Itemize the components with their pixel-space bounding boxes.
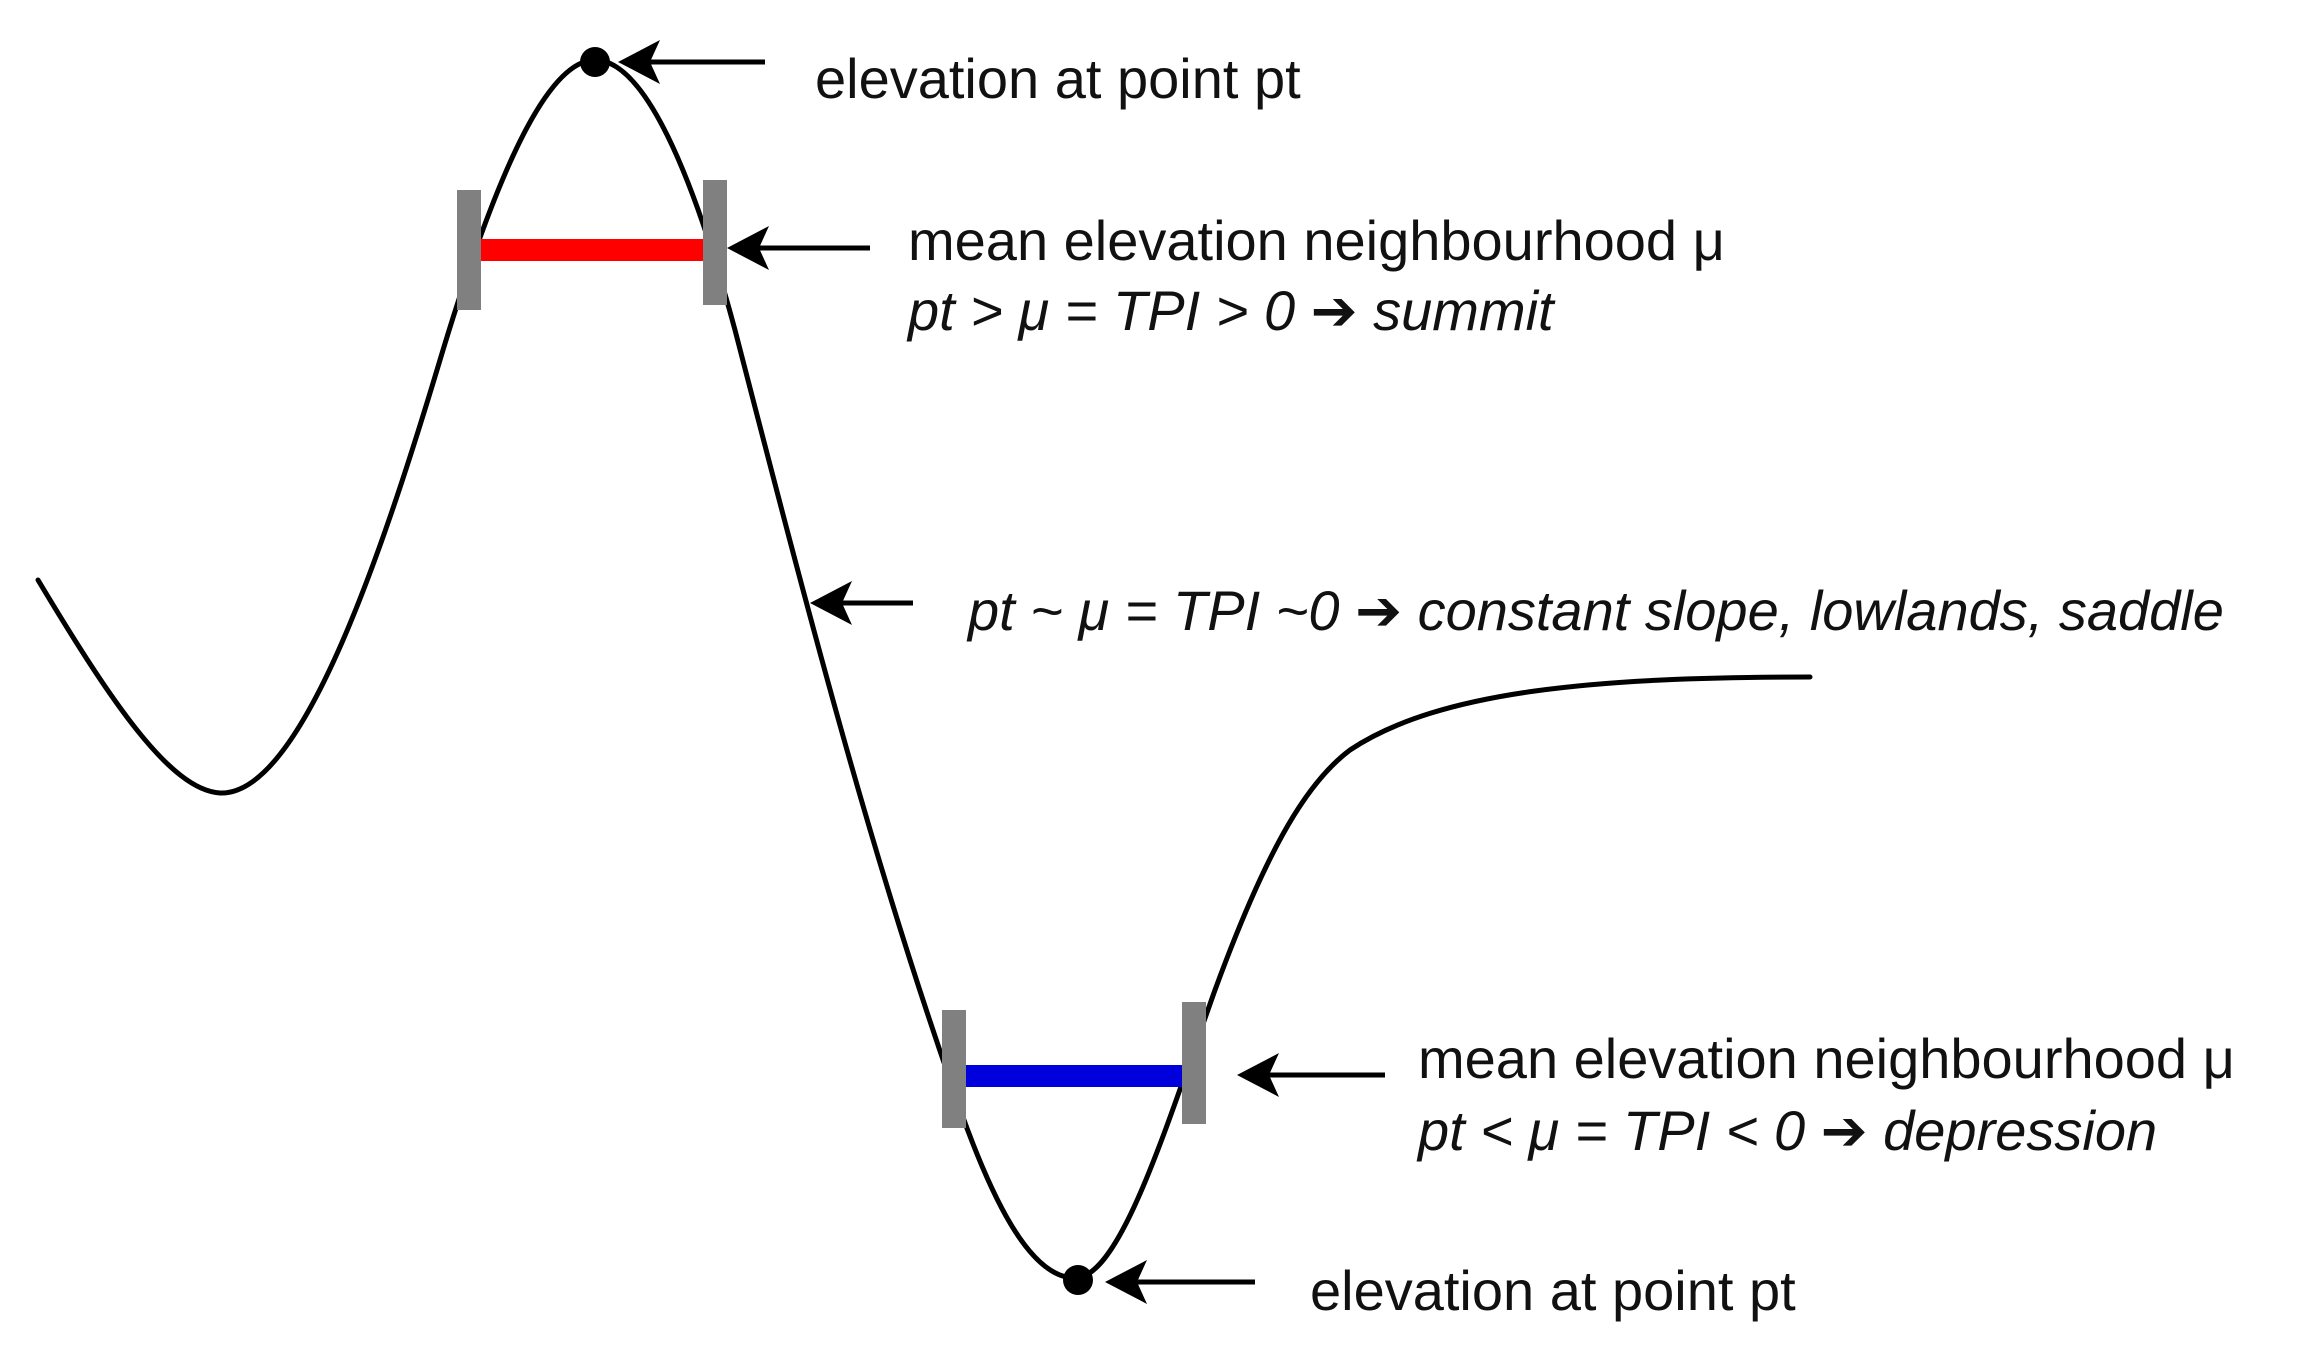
terrain-profile-curve xyxy=(35,57,1813,1281)
arrow-depression-mean xyxy=(1237,1053,1385,1097)
arrow-head-icon xyxy=(1237,1053,1279,1097)
depression-point-marker xyxy=(1063,1265,1093,1295)
arrow-summit-mean xyxy=(727,226,870,270)
slope-tpi-label: pt ~ μ = TPI ~0 ➔ constant slope, lowlan… xyxy=(966,579,2224,642)
depression-tpi-label: pt < μ = TPI < 0 ➔ depression xyxy=(1416,1099,2157,1162)
depression-mean-label: mean elevation neighbourhood μ xyxy=(1418,1027,2235,1090)
arrow-head-icon xyxy=(1105,1260,1147,1304)
summit-mean-label: mean elevation neighbourhood μ xyxy=(908,209,1725,272)
depression-neighbourhood-right-bound xyxy=(1182,1002,1206,1124)
arrow-depression-point xyxy=(1105,1260,1255,1304)
summit-point-label: elevation at point pt xyxy=(815,47,1301,110)
arrow-summit-point xyxy=(618,40,765,84)
summit-point-marker xyxy=(580,47,610,77)
depression-neighbourhood-left-bound xyxy=(942,1010,966,1128)
depression-mean-bar xyxy=(966,1065,1182,1087)
summit-neighbourhood-left-bound xyxy=(457,190,481,310)
arrow-head-icon xyxy=(727,226,769,270)
arrow-slope xyxy=(810,581,913,625)
summit-tpi-label: pt > μ = TPI > 0 ➔ summit xyxy=(906,279,1556,342)
summit-neighbourhood-right-bound xyxy=(703,180,727,305)
arrow-head-icon xyxy=(810,581,852,625)
depression-point-label: elevation at point pt xyxy=(1310,1259,1796,1322)
summit-mean-bar xyxy=(481,239,703,261)
arrow-head-icon xyxy=(618,40,660,84)
